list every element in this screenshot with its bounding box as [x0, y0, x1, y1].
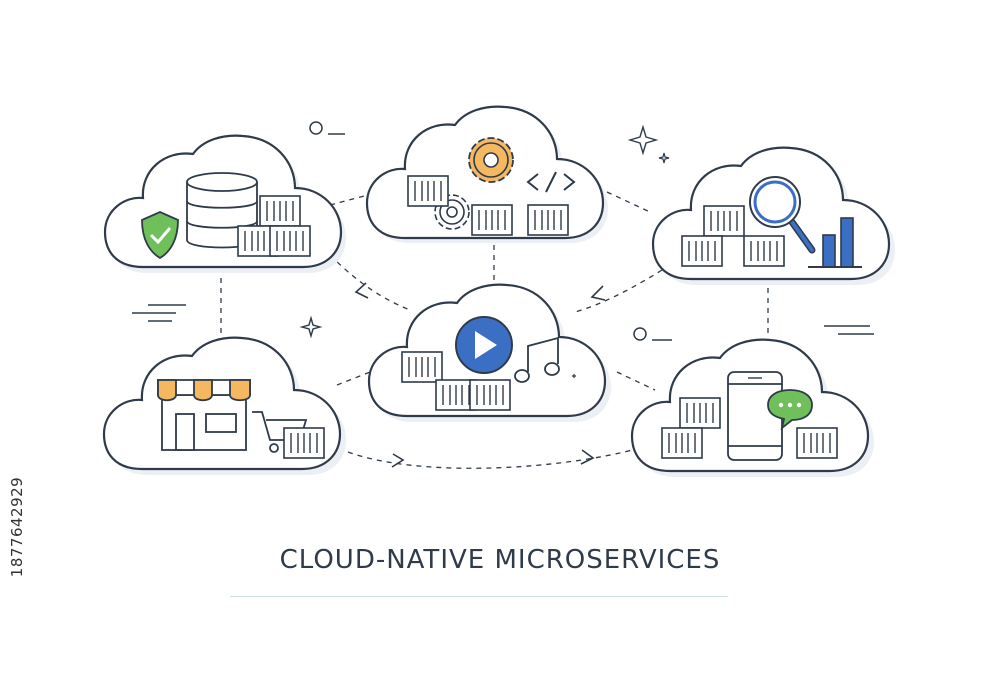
- music-note-icon: [514, 336, 576, 383]
- arrowhead-right-upper: [590, 285, 606, 301]
- decorations: [132, 121, 874, 341]
- chat-bubble-icon: [767, 389, 813, 431]
- shield-check-icon: [141, 211, 179, 260]
- arrowhead-bottom-left: [391, 453, 405, 468]
- play-icon: [455, 316, 513, 374]
- storefront-icon: [157, 379, 251, 451]
- title-underline: [230, 596, 728, 597]
- container-icon: [283, 427, 325, 459]
- decor-circle: [633, 327, 647, 341]
- connector-analytics-media: [574, 269, 663, 313]
- decor-circle: [309, 121, 323, 135]
- connector-database-code: [329, 194, 369, 206]
- connector-database-media: [329, 254, 411, 311]
- sparkle-icon: [299, 315, 323, 339]
- connector-code-analytics: [606, 191, 651, 213]
- connector-store-mobile: [347, 447, 641, 469]
- diagram-title: CLOUD-NATIVE MICROSERVICES: [279, 545, 721, 575]
- sparkle-icon: [627, 124, 659, 156]
- cloud-media: [367, 283, 611, 422]
- connector-media-mobile: [616, 371, 656, 391]
- bar-chart-icon: [808, 217, 862, 268]
- cloud-database: [103, 134, 346, 273]
- arrowhead-bottom-right: [580, 449, 595, 465]
- cloud-analytics: [651, 146, 895, 285]
- cloud-store: [102, 336, 346, 475]
- side-id-text: 1877642929: [8, 476, 26, 578]
- side-id-label: 1877642929: [2, 452, 32, 602]
- sparkle-icon: [658, 152, 670, 164]
- connector-store-media: [336, 371, 371, 386]
- magnifier-icon: [749, 176, 816, 254]
- connector-arrowheads: [354, 282, 606, 468]
- cloud-code: [365, 105, 608, 243]
- gear-icon: [468, 137, 514, 183]
- cloud-mobile: [630, 338, 874, 477]
- code-icon: [526, 171, 576, 193]
- connectors: [220, 191, 769, 469]
- arrowhead-left: [354, 282, 369, 299]
